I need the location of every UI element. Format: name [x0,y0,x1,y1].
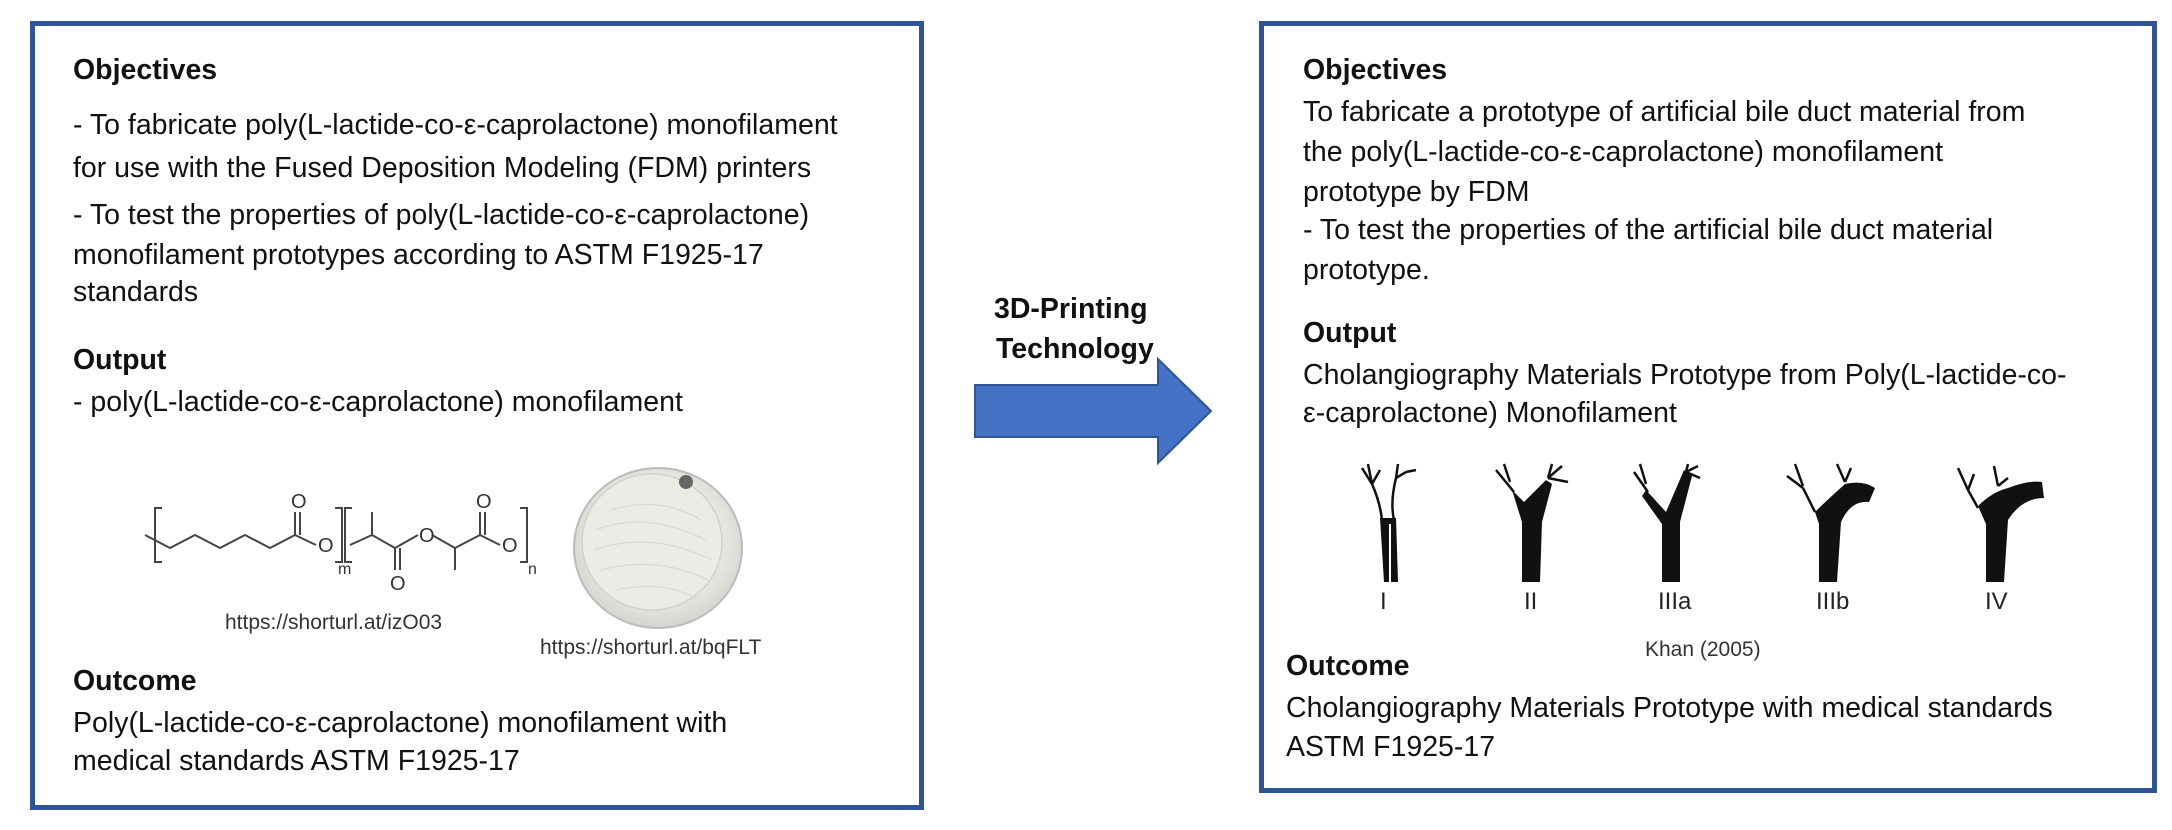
bile-duct-figure-iv [1956,465,2044,582]
right-objective-line: - To test the properties of the artifici… [1303,214,1994,246]
arrow-label-line2: Technology [996,333,1154,365]
arrow-label-line1: 3D-Printing [994,293,1148,325]
oxygen-label: O [291,491,307,513]
filament-spool-image [573,467,743,629]
right-objectives-heading: Objectives [1303,54,1448,86]
oxygen-label: O [318,535,334,557]
process-arrow [974,356,1213,466]
left-panel [30,21,924,810]
right-output-line: Cholangiography Materials Prototype from… [1303,359,2067,391]
right-outcome-line: ASTM F1925-17 [1286,731,1496,763]
bile-duct-figure-iiia [1632,463,1701,582]
left-outcome-line: medical standards ASTM F1925-17 [73,745,520,777]
duct-type-label: II [1524,588,1538,615]
right-output-line: ε-caprolactone) Monofilament [1303,397,1677,429]
right-objective-line: prototype by FDM [1303,176,1530,208]
oxygen-label: O [419,525,435,547]
right-output-heading: Output [1303,317,1397,349]
right-outcome-heading: Outcome [1286,650,1410,682]
bile-duct-figure-i [1360,463,1417,582]
oxygen-label: O [502,535,518,557]
oxygen-label: O [476,491,492,513]
left-output-text: - poly(L-lactide-co-ε-caprolactone) mono… [73,386,683,418]
figure-source: Khan (2005) [1645,638,1761,661]
bile-duct-figure-iiib [1786,463,1875,582]
left-output-heading: Output [73,344,167,376]
chemical-structure-diagram: O O m O O O O n [144,491,537,595]
duct-type-label: IIIb [1816,588,1850,615]
bile-duct-figure-ii [1495,463,1569,582]
left-objective-line: for use with the Fused Deposition Modeli… [73,152,812,184]
subscript-m: m [338,561,351,578]
spool-source: https://shorturl.at/bqFLT [540,636,762,659]
right-objective-line: the poly(L-lactide-co-ε-caprolactone) mo… [1303,136,1943,168]
duct-type-label: IIIa [1658,588,1692,615]
right-objective-line: prototype. [1303,254,1430,286]
left-outcome-line: Poly(L-lactide-co-ε-caprolactone) monofi… [73,707,728,739]
right-objective-line: To fabricate a prototype of artificial b… [1303,96,2026,128]
right-panel [1259,21,2157,793]
right-outcome-line: Cholangiography Materials Prototype with… [1286,692,2053,724]
subscript-n: n [528,561,537,578]
structure-source: https://shorturl.at/izO03 [225,611,443,634]
left-objective-line: - To fabricate poly(L-lactide-co-ε-capro… [73,109,838,141]
left-objective-line: monofilament prototypes according to AST… [73,239,764,271]
left-objective-line: - To test the properties of poly(L-lacti… [73,199,810,231]
duct-type-label: IV [1985,588,2008,615]
left-objectives-heading: Objectives [73,54,218,86]
left-objective-line: standards [73,276,199,308]
left-outcome-heading: Outcome [73,665,197,697]
duct-type-label: I [1380,588,1387,615]
oxygen-label: O [390,573,406,595]
